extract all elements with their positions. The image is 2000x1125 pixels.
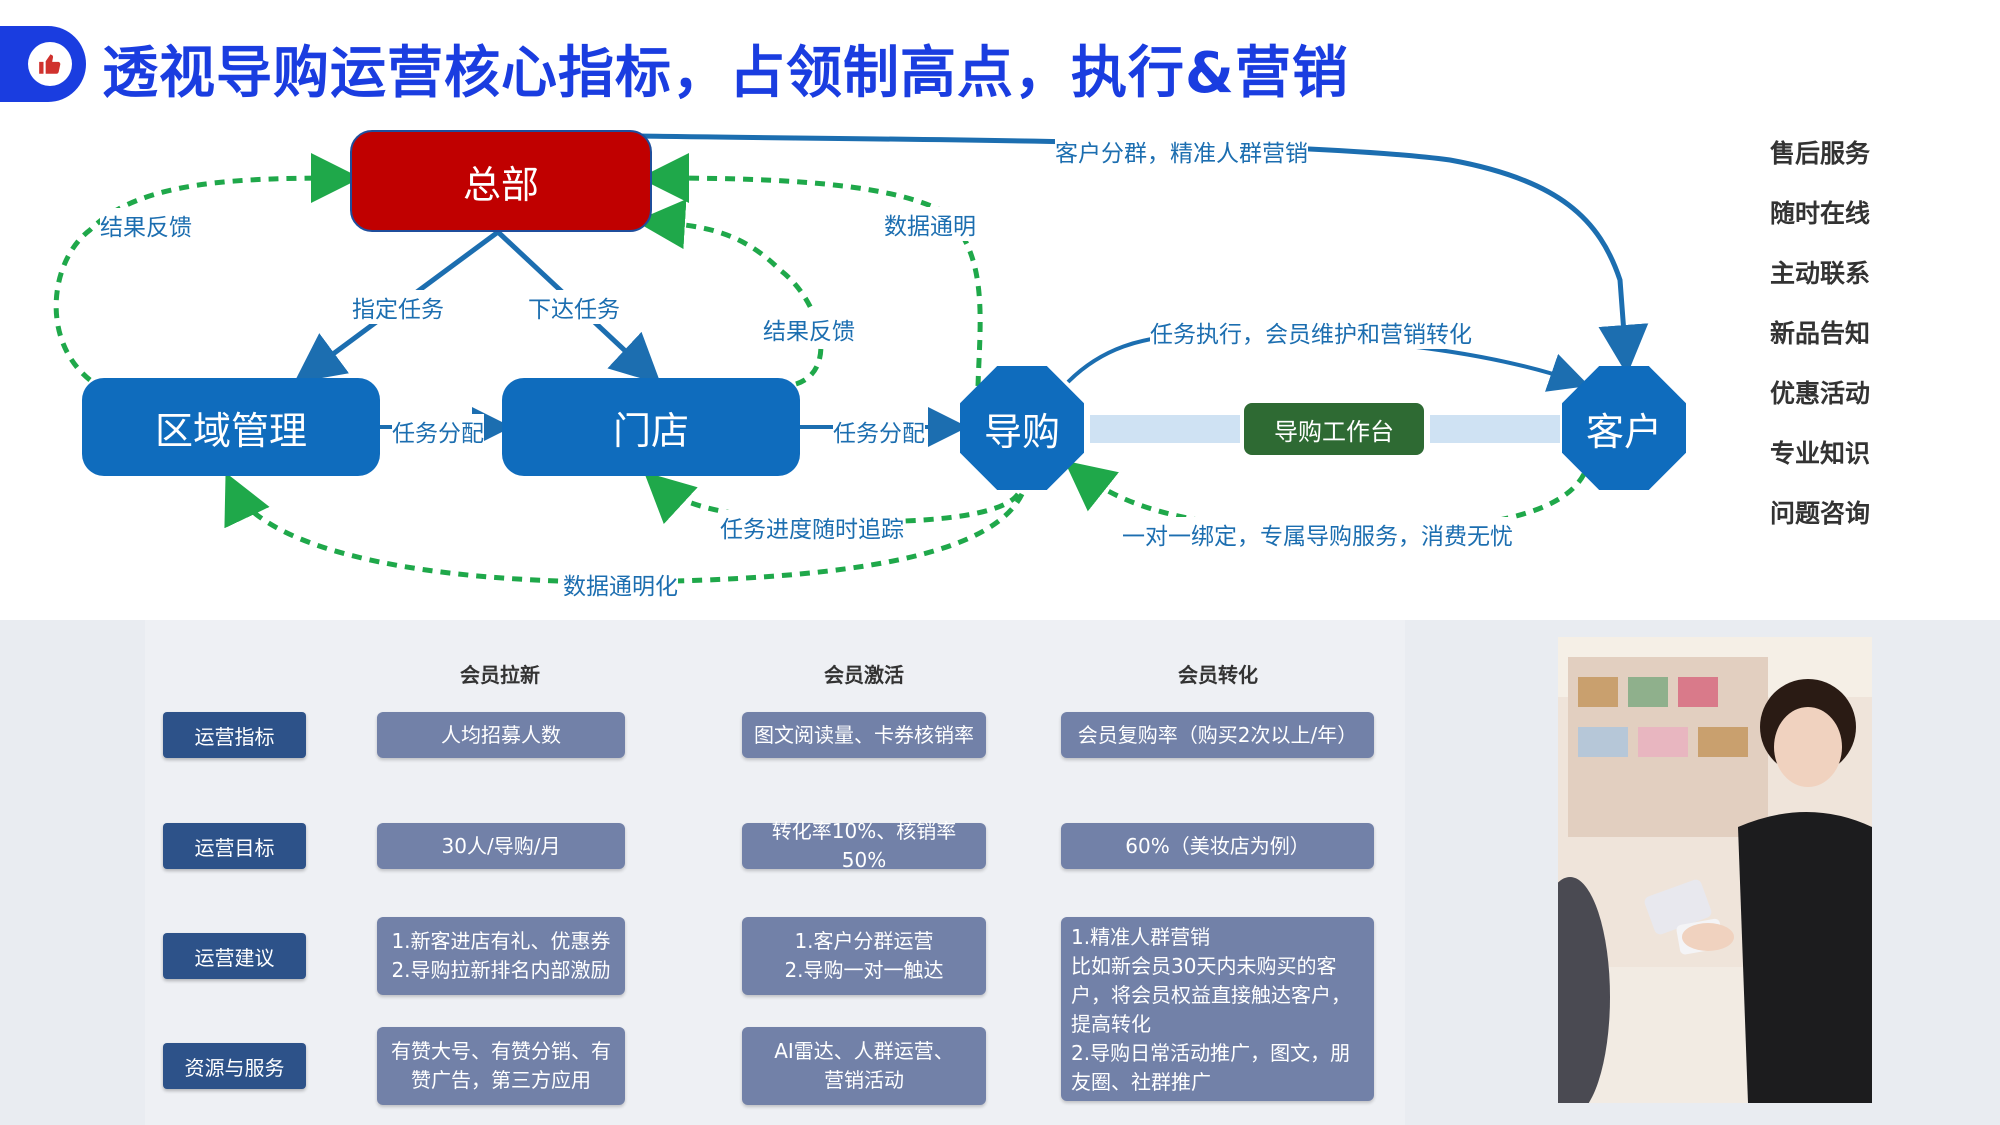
label-assign-task: 指定任务	[352, 290, 444, 324]
diagram-connectors	[53, 133, 1649, 585]
table-cell: 1.客户分群运营 2.导购一对一触达	[742, 917, 986, 995]
label-task-allocation-1: 任务分配	[392, 414, 484, 448]
service-item: 主动联系	[1770, 259, 1871, 288]
table-cell: 图文阅读量、卡券核销率	[742, 712, 986, 758]
table-cell: 有赞大号、有赞分销、有赞广告，第三方应用	[377, 1027, 625, 1105]
row-label: 运营指标	[163, 712, 306, 758]
column-header: 会员转化	[1178, 663, 1258, 687]
table-cell: 转化率10%、核销率50%	[742, 819, 986, 872]
node-headquarters: 总部	[350, 130, 652, 232]
label-progress-tracking: 任务进度随时追踪	[720, 510, 904, 544]
service-item: 优惠活动	[1770, 379, 1871, 408]
service-item: 新品告知	[1770, 319, 1871, 348]
label-data-transparency: 数据通明化	[563, 567, 678, 601]
table-cell: AI雷达、人群运营、 营销活动	[742, 1027, 986, 1105]
label-feedback-right: 结果反馈	[763, 312, 855, 346]
label-data-transparent: 数据通明	[884, 207, 976, 241]
table-cell: 人均招募人数	[377, 712, 625, 758]
label-one-on-one-binding: 一对一绑定，专属导购服务，消费无忧	[1122, 517, 1513, 551]
column-header: 会员拉新	[460, 663, 540, 687]
node-region-management: 区域管理	[82, 378, 380, 476]
store-photo	[1558, 637, 1872, 1103]
page-title: 透视导购运营核心指标，占领制高点，执行&营销	[102, 41, 1349, 106]
node-shopping-guide: 导购	[960, 366, 1084, 490]
node-customer: 客户	[1562, 366, 1686, 490]
table-cell: 1.新客进店有礼、优惠券 2.导购拉新排名内部激励	[377, 917, 625, 995]
service-item: 售后服务	[1770, 139, 1871, 168]
label-feedback-left: 结果反馈	[100, 208, 192, 242]
service-item: 专业知识	[1770, 439, 1871, 468]
service-item: 问题咨询	[1770, 499, 1871, 528]
thumbs-up-icon	[28, 42, 72, 86]
row-label: 运营建议	[163, 933, 306, 979]
row-label: 资源与服务	[163, 1043, 306, 1089]
label-task-execution: 任务执行，会员维护和营销转化	[1150, 315, 1472, 349]
row-label: 运营目标	[163, 823, 306, 869]
column-header: 会员激活	[824, 663, 904, 687]
node-guide-workbench: 导购工作台	[1244, 403, 1424, 455]
service-item: 随时在线	[1770, 199, 1871, 228]
table-cell: 60%（美妆店为例）	[1061, 823, 1374, 869]
label-task-allocation-2: 任务分配	[833, 414, 925, 448]
table-cell: 会员复购率（购买2次以上/年）	[1061, 712, 1374, 758]
table-cell: 1.精准人群营销 比如新会员30天内未购买的客户，将会员权益直接触达客户，提高转…	[1061, 917, 1374, 1101]
node-store: 门店	[502, 378, 800, 476]
label-issue-task: 下达任务	[528, 290, 620, 324]
label-customer-segmentation: 客户分群，精准人群营销	[1055, 134, 1308, 168]
table-cell: 30人/导购/月	[377, 823, 625, 869]
